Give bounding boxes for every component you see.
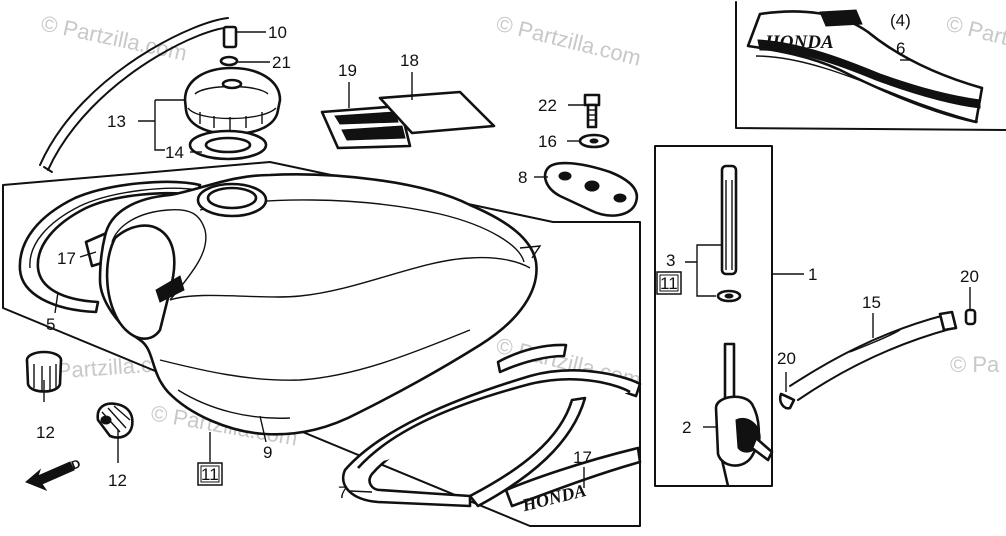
callout-9: 9 xyxy=(263,443,272,462)
callout-22: 22 xyxy=(538,96,557,115)
callout-17-left: 17 xyxy=(57,249,76,268)
callout-12-lower: 12 xyxy=(108,471,127,490)
tank-pad-small xyxy=(320,104,412,150)
callout-13: 13 xyxy=(107,112,126,131)
cap-gasket xyxy=(188,129,268,161)
breather-tube xyxy=(39,17,238,173)
callout-20-left: 20 xyxy=(777,349,796,368)
fuel-valve-cock xyxy=(714,342,774,487)
callout-20-right: 20 xyxy=(960,267,979,286)
callout-3: 3 xyxy=(666,251,675,270)
tank-cushion-upper xyxy=(25,350,63,393)
watermark-text: © Partzilla.com xyxy=(494,11,644,71)
tank-trim-rubber xyxy=(342,343,642,508)
tank-emblem-decal: HONDA xyxy=(746,9,984,124)
callout-12-upper: 12 xyxy=(36,423,55,442)
tank-assembly-frame xyxy=(2,161,641,527)
callout-5: 5 xyxy=(46,315,55,334)
fuel-valve-frame xyxy=(654,145,773,487)
mount-bolt xyxy=(583,93,601,129)
callout-labels: 10 21 13 14 19 18 22 16 8 17 5 12 12 11 … xyxy=(36,11,979,502)
callout-7: 7 xyxy=(338,483,347,502)
callout-11-set-left: 11 xyxy=(197,462,223,486)
tank-mount-bracket xyxy=(543,161,639,217)
honda-logo-top: HONDA xyxy=(764,32,834,53)
fuel-valve-gasket xyxy=(716,289,742,303)
watermark-text: © Partzilla.com xyxy=(39,10,189,65)
callout-21: 21 xyxy=(272,53,291,72)
callout-1: 1 xyxy=(808,265,817,284)
tank-cushion-lower xyxy=(96,402,134,439)
hose-clip-right xyxy=(964,308,977,326)
hose-clip-left xyxy=(778,392,796,410)
o-ring xyxy=(219,55,239,67)
leader-lines xyxy=(43,31,971,493)
fuel-hose xyxy=(789,310,958,401)
emblem-inset-frame xyxy=(735,1,1006,131)
callout-11-set-right: 11 xyxy=(656,271,682,295)
callout-19: 19 xyxy=(338,61,357,80)
tank-pad-large xyxy=(378,90,496,135)
callout-8: 8 xyxy=(518,168,527,187)
fuel-strainer-pipe xyxy=(720,164,738,276)
callout-2: 2 xyxy=(682,418,691,437)
callout-6: 6 xyxy=(896,39,905,58)
callout-16: 16 xyxy=(538,132,557,151)
fuel-cap xyxy=(183,66,282,136)
fwd-label: FWD xyxy=(52,456,83,479)
callout-11-right: 11 xyxy=(660,274,678,293)
callout-10: 10 xyxy=(268,23,287,42)
forward-direction-arrow: FWD xyxy=(25,456,83,492)
watermark-text: © Partzilla.com xyxy=(944,11,1006,71)
callout-11-left: 11 xyxy=(201,465,219,484)
callout-4: (4) xyxy=(890,11,911,30)
callout-17-bottom: 17 xyxy=(573,448,592,467)
mount-washer xyxy=(578,133,610,149)
callout-18: 18 xyxy=(400,51,419,70)
callout-14: 14 xyxy=(165,143,184,162)
watermark-text: © Pa xyxy=(950,352,1000,377)
callout-15: 15 xyxy=(862,293,881,312)
fuel-tank-body xyxy=(98,173,542,436)
